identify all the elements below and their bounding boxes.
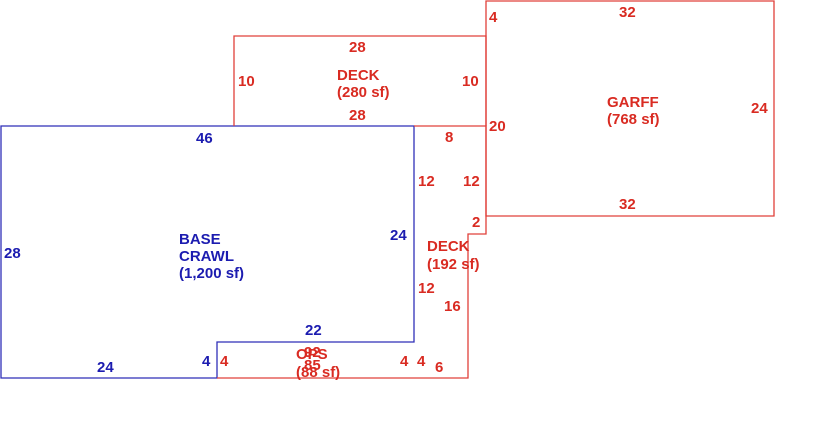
base-label-line1: BASE xyxy=(179,231,221,248)
dim-base-right: 24 xyxy=(390,227,407,244)
deck-top-label-area: (280 sf) xyxy=(337,84,390,101)
dim-base-left: 28 xyxy=(4,245,21,262)
garff-label-name: GARFF xyxy=(607,94,659,111)
dim-garff-right: 24 xyxy=(751,100,768,117)
dim-garff-bottom: 32 xyxy=(619,196,636,213)
dim-deck-top-right: 10 xyxy=(462,73,479,90)
deck-right-label-name: DECK xyxy=(427,238,470,255)
base-label-area: (1,200 sf) xyxy=(179,265,244,282)
deck-right-outline xyxy=(414,125,487,379)
dim-deck-right-top: 8 xyxy=(445,129,453,146)
dim-deck-right-side: 16 xyxy=(444,298,461,315)
dim-ops-right: 4 xyxy=(400,353,409,370)
ops-label-area: (88 sf) xyxy=(296,364,340,381)
deck-right-label-area: (192 sf) xyxy=(427,256,480,273)
dim-base-top: 46 xyxy=(196,130,213,147)
base-label-line2: CRAWL xyxy=(179,248,234,265)
dim-deck-top-bottom: 28 xyxy=(349,107,366,124)
dim-deck-right-bottom: 6 xyxy=(435,359,443,376)
dim-ops-left: 4 xyxy=(220,353,229,370)
dim-deck-top-left: 10 xyxy=(238,73,255,90)
dim-deck-right-inner-upper: 12 xyxy=(418,173,435,190)
ops-label-name-overlap: 92 xyxy=(304,344,321,361)
dim-deck-right-inner-lower: 12 xyxy=(418,280,435,297)
dim-base-notch-top: 22 xyxy=(305,322,322,339)
garff-label-area: (768 sf) xyxy=(607,111,660,128)
dim-base-notch-step: 4 xyxy=(202,353,211,370)
ops-label-name: OPS xyxy=(296,346,328,363)
dim-base-bottom: 24 xyxy=(97,359,114,376)
dim-deck-top-top: 28 xyxy=(349,39,366,56)
deck-top-label-name: DECK xyxy=(337,67,380,84)
dim-garff-top: 32 xyxy=(619,4,636,21)
dim-deck-right-left-small: 4 xyxy=(417,353,426,370)
dim-deck-right-step: 2 xyxy=(472,214,480,231)
dim-garff-left-lower: 20 xyxy=(489,118,506,135)
ops-label-area-overlap: 85 xyxy=(304,357,321,374)
dim-deck-right-outer: 12 xyxy=(463,173,480,190)
dim-garff-left-upper: 4 xyxy=(489,9,498,26)
